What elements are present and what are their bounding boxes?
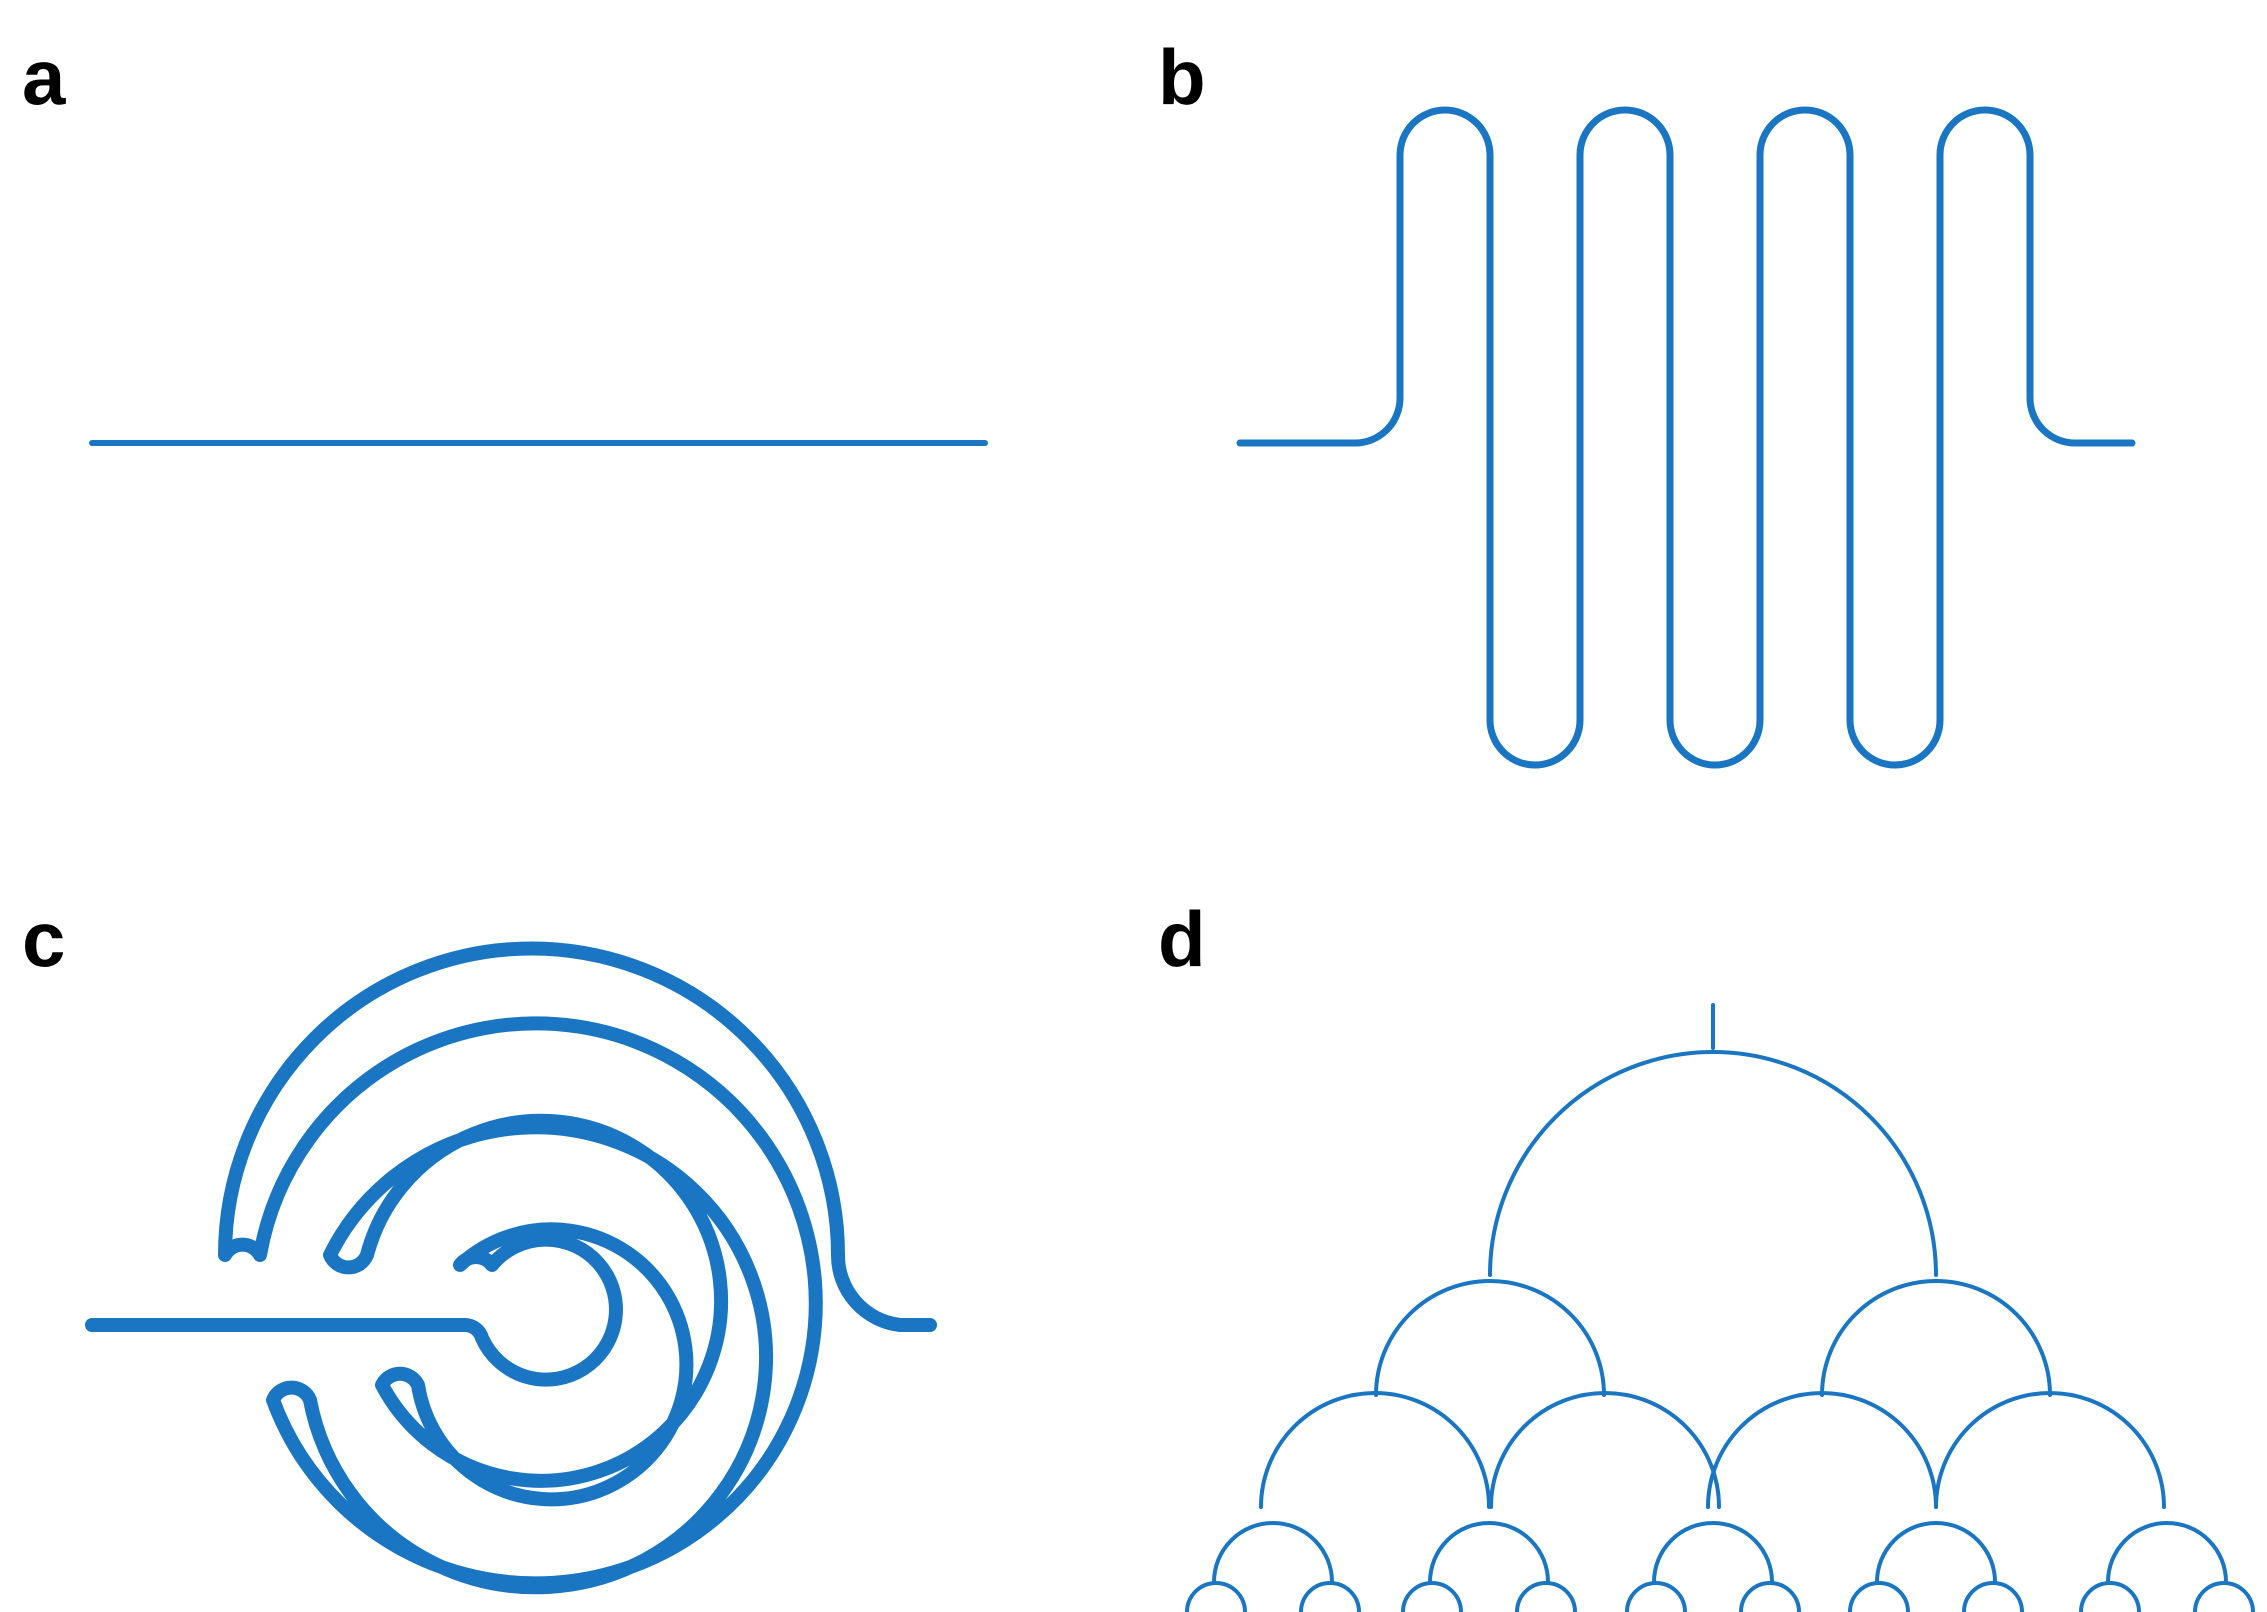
fractal-branch-level-3 xyxy=(1934,1391,2166,1509)
panel-b-serpentine-channel xyxy=(1236,106,2136,769)
fractal-branch-level-2 xyxy=(1374,1279,1606,1397)
spiral-channel xyxy=(85,941,937,1595)
fractal-branch-level-1 xyxy=(1488,1050,1938,1277)
panel-label-a: a xyxy=(22,33,66,121)
fractal-branch-level-3 xyxy=(1706,1391,1938,1509)
serpentine-channel xyxy=(1236,106,2136,769)
fractal-branch-level-4 xyxy=(1652,1521,1774,1584)
panel-label-d: d xyxy=(1158,895,1206,983)
panel-d-fractal-channel xyxy=(1185,1003,2255,1612)
fractal-branch-level-4 xyxy=(1428,1521,1550,1584)
fractal-branch-level-3 xyxy=(1259,1391,1491,1509)
fractal-branch-level-4 xyxy=(1212,1521,1334,1584)
fractal-branch-level-4 xyxy=(1875,1521,1997,1584)
fractal-branch-level-4 xyxy=(2106,1521,2228,1584)
panel-c-spiral-channel xyxy=(85,941,937,1595)
fractal-branch-level-5 xyxy=(1185,1581,2255,1612)
fractal-branch-level-3 xyxy=(1489,1391,1721,1509)
fractal-branch-level-2 xyxy=(1820,1279,2052,1397)
panel-label-b: b xyxy=(1158,33,1206,121)
panel-label-c: c xyxy=(22,895,66,983)
